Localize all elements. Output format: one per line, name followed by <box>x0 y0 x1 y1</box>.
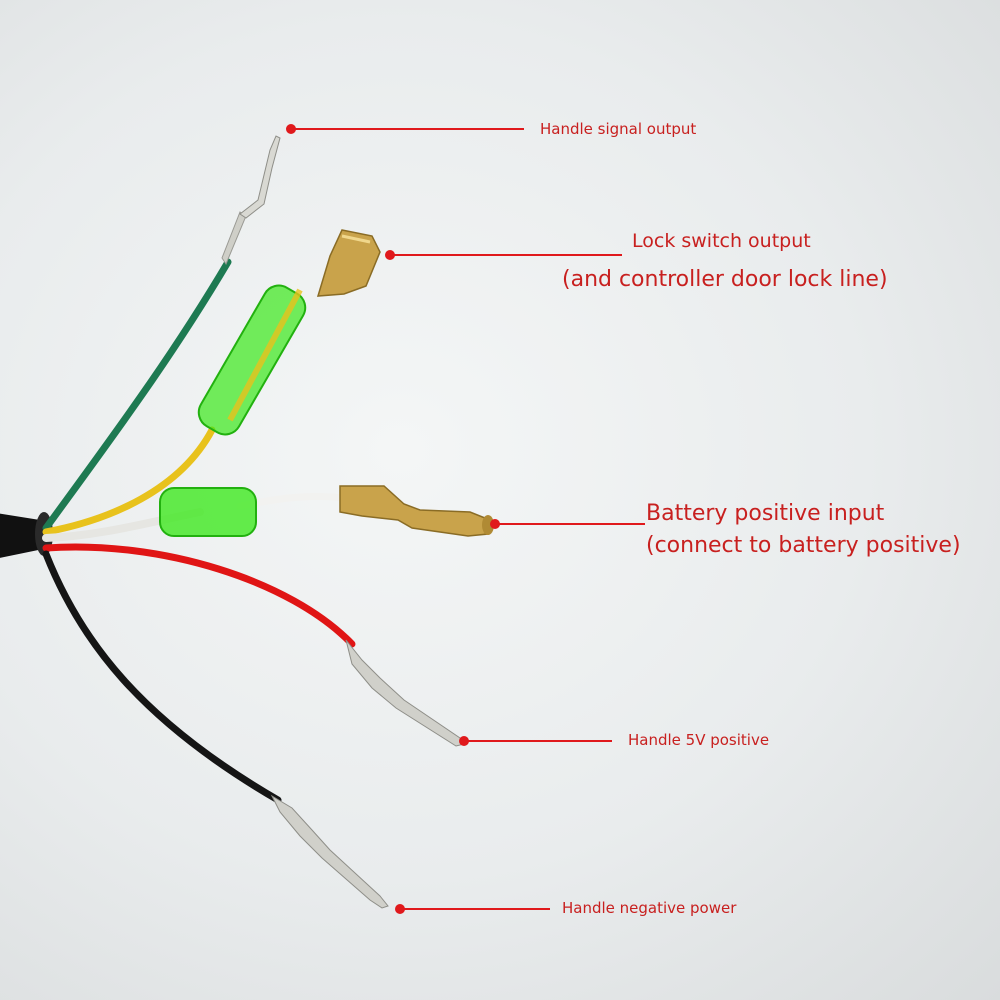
callout-handle-signal <box>286 124 524 134</box>
black-wire <box>42 550 389 909</box>
callout-handle-negative <box>395 904 550 914</box>
green-heat-shrink-sleeve <box>197 284 307 436</box>
label-handle-signal-output: Handle signal output <box>540 120 697 138</box>
label-battery-positive-note: (connect to battery positive) <box>646 533 961 558</box>
battery-bullet-terminal <box>339 485 494 537</box>
callout-battery-positive <box>490 519 645 529</box>
label-lock-switch-output: Lock switch output <box>632 230 811 252</box>
callout-handle-5v <box>459 736 612 746</box>
label-lock-switch-note: (and controller door lock line) <box>562 267 888 292</box>
label-battery-positive-input: Battery positive input <box>646 501 885 526</box>
handle-negative-pin-terminal <box>270 794 389 909</box>
green-wire <box>42 135 281 532</box>
green-sleeve-short <box>159 487 257 537</box>
label-handle-negative-power: Handle negative power <box>562 899 737 917</box>
lock-switch-spade-terminal <box>316 229 381 297</box>
red-wire <box>42 543 465 747</box>
callout-lock-switch <box>385 250 622 260</box>
label-handle-5v-positive: Handle 5V positive <box>628 731 770 749</box>
yellow-wire <box>42 229 381 536</box>
handle-5v-pin-terminal <box>345 639 465 747</box>
white-wire <box>42 485 494 542</box>
